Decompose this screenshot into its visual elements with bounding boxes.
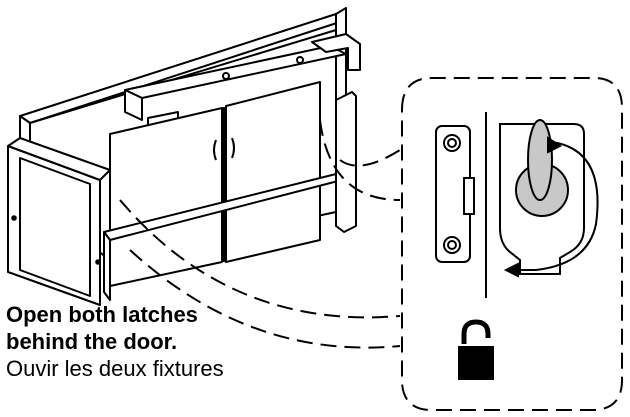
curved-arrow-icon [503, 136, 599, 278]
callout-dashed-lines [119, 77, 623, 411]
instruction-english-line-1: Open both latches [6, 302, 198, 327]
instruction-english-line-2: behind the door. [6, 329, 178, 354]
unlocked-padlock-icon [458, 319, 494, 380]
latch-detail [435, 112, 585, 298]
instruction-french-line-1: Ouvir les deux fixtures [6, 356, 224, 381]
cabinet-frame-drawing [7, 7, 361, 306]
instruction-caption: Open both latches behind the door. Ouvir… [6, 301, 224, 382]
